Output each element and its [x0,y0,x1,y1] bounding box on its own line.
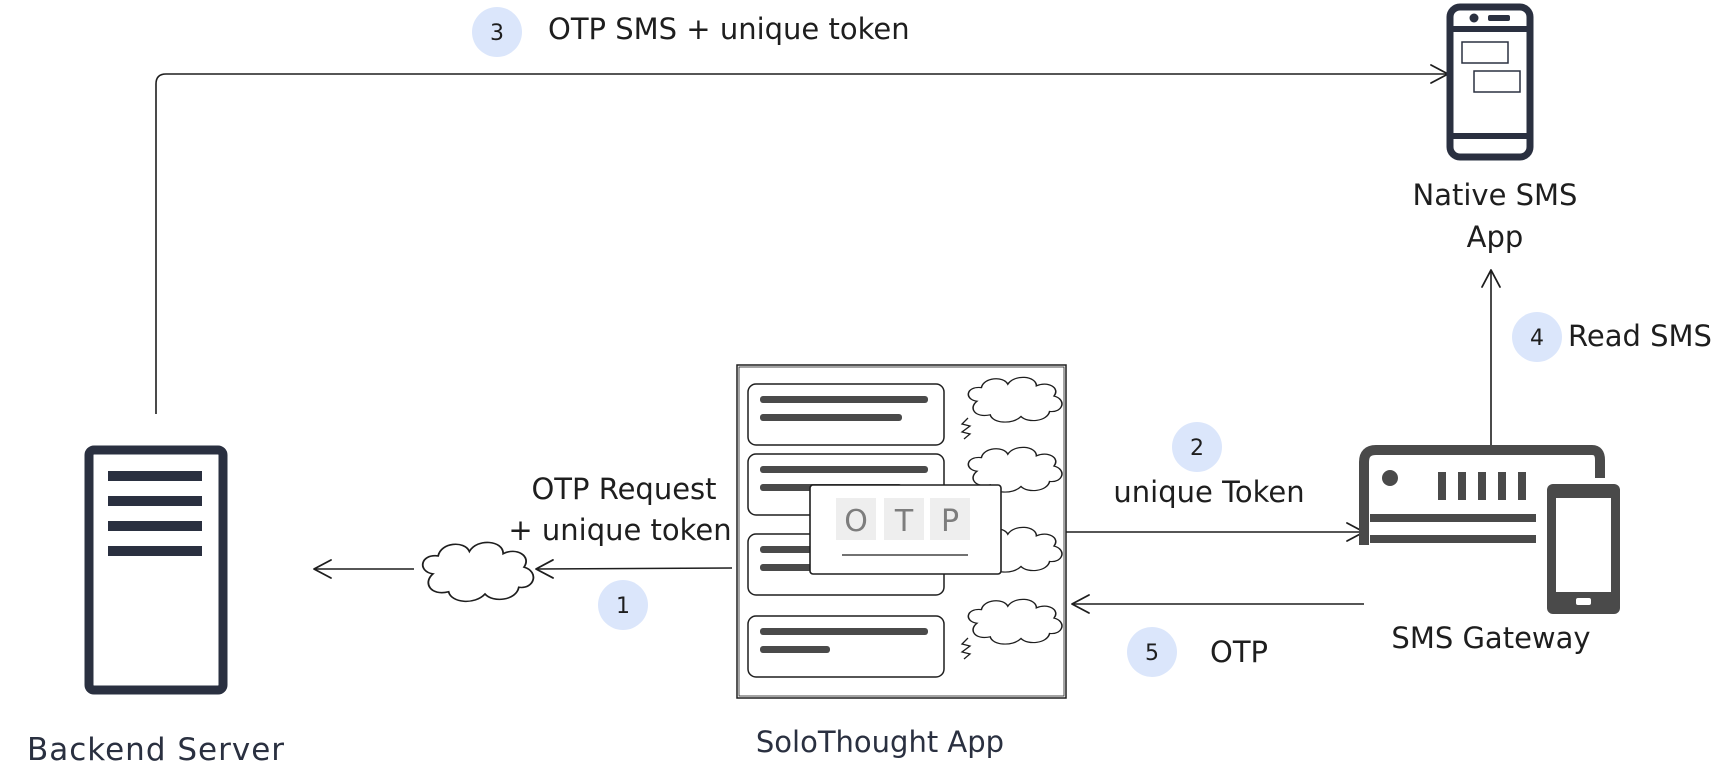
thought-cloud-icon [960,376,1063,440]
step-label: OTP [1210,635,1268,669]
native-sms-phone-icon [1446,3,1534,161]
native-sms-label: Native SMS [1413,178,1578,212]
flow-app-to-cloud [535,559,733,579]
step-badge [1127,627,1177,677]
step-badge [1512,312,1562,362]
otp-letter: T [894,504,914,539]
native-sms-label: App [1467,220,1524,254]
step-label: unique Token [1113,475,1304,509]
step-badge [598,580,648,630]
backend-server-icon [84,445,228,695]
step-number: 1 [616,594,630,619]
thought-cloud-icon [960,598,1063,660]
backend-server-label: Backend Server [27,732,285,768]
gateway-phone-icon [1547,484,1620,614]
step-label: Read SMS [1568,319,1712,353]
solothought-app-label: SoloThought App [756,725,1004,759]
step-badge [472,7,522,57]
app-list-card [747,383,945,446]
sms-gateway-label: SMS Gateway [1391,621,1590,655]
otp-letter: O [844,504,868,539]
sms-gateway-icon [1359,445,1620,614]
solothought-app-window: O T P [736,364,1067,699]
step-number: 5 [1145,641,1159,666]
step-label: OTP SMS + unique token [548,12,910,46]
network-cloud-icon [421,541,535,603]
step-badge [1172,422,1222,472]
step-number: 4 [1530,326,1544,351]
step-number: 2 [1190,436,1204,461]
flow-backend-to-native-sms [155,64,1449,414]
otp-input-box: O T P [809,484,1002,575]
step-label: + unique token [508,513,731,547]
app-list-card [747,615,945,678]
otp-letter: P [941,504,959,539]
step-label: OTP Request [531,472,716,506]
step-number: 3 [490,21,504,46]
